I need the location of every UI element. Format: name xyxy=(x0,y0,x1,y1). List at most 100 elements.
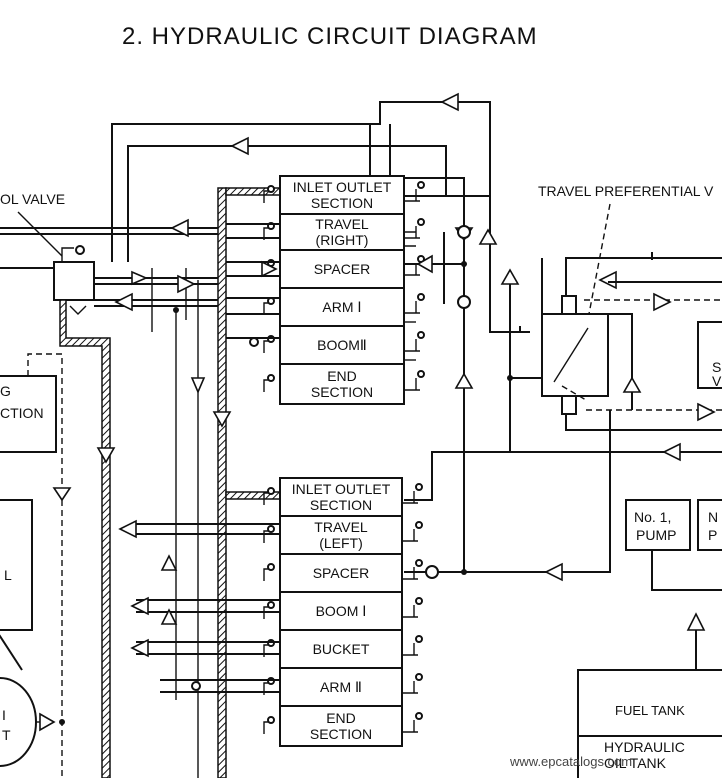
valve-section-label: INLET OUTLET xyxy=(292,481,391,497)
supply-pipe xyxy=(217,187,227,778)
valve-section xyxy=(279,325,405,365)
valve-section xyxy=(279,287,405,327)
valve-lever xyxy=(402,720,418,733)
valve-section xyxy=(279,175,405,215)
right-partial-1: S xyxy=(712,359,721,375)
flow-arrow xyxy=(230,136,249,156)
valve-section-label: SECTION xyxy=(311,384,373,400)
pump-2-box xyxy=(697,499,722,551)
lever-knob xyxy=(267,374,275,382)
valve-section-label: TRAVEL xyxy=(314,519,368,535)
flow-arrow xyxy=(52,487,72,502)
valve-section-label: (RIGHT) xyxy=(316,232,369,248)
hydraulic-tank-label-1: HYDRAULIC xyxy=(604,739,685,755)
flow-arrow xyxy=(440,92,459,112)
valve-lever xyxy=(402,491,418,504)
control-valve-lines xyxy=(0,218,218,778)
valve-lever xyxy=(402,529,418,542)
valve-section-label: END xyxy=(326,710,356,726)
pumps: No. 1, PUMP N P xyxy=(625,499,722,670)
flow-arrow xyxy=(96,447,116,464)
pump2-line1: N xyxy=(708,509,718,525)
valve-lever xyxy=(263,302,268,315)
valve-section xyxy=(279,705,403,747)
valve-lever xyxy=(263,340,268,353)
lever-knob xyxy=(415,673,423,681)
motor-t: T xyxy=(2,727,11,743)
lever-knob xyxy=(267,563,275,571)
lever-knob xyxy=(417,331,425,339)
lever-knob xyxy=(267,525,275,533)
flow-arrow xyxy=(212,411,232,428)
swing-label-2: CTION xyxy=(0,405,44,421)
valve-section-label: BUCKET xyxy=(313,641,370,657)
pilot-control-valve: OL VALVE xyxy=(0,191,95,315)
valve-lever xyxy=(263,682,268,695)
flow-arrow xyxy=(190,377,206,395)
upper-control-valve: INLET OUTLETSECTIONTRAVEL(RIGHT)SPACERAR… xyxy=(263,175,425,405)
lever-knob xyxy=(415,597,423,605)
lever-knob xyxy=(415,712,423,720)
swing-section: G CTION L I T xyxy=(0,353,72,778)
motor-label: L xyxy=(4,567,12,583)
valve-section-label: SPACER xyxy=(313,565,370,581)
travel-pref-label: TRAVEL PREFERENTIAL V xyxy=(538,183,714,199)
valve-lever xyxy=(402,681,418,694)
lower-valve-actuators xyxy=(118,519,280,693)
valve-section xyxy=(279,477,403,517)
valve-lever xyxy=(263,606,268,619)
valve-section-label: SECTION xyxy=(310,497,372,513)
valve-section-label: SPACER xyxy=(314,261,371,277)
control-valve-label: OL VALVE xyxy=(0,191,65,207)
valve-section xyxy=(279,667,403,707)
lever-knob xyxy=(417,370,425,378)
flow-arrow xyxy=(177,274,196,294)
lever-knob xyxy=(415,635,423,643)
lever-knob xyxy=(415,559,423,567)
valve-section-label: TRAVEL xyxy=(315,216,369,232)
swing-label-1: G xyxy=(0,383,11,399)
pump-1-box xyxy=(625,499,691,551)
hydraulic-tank-label-2: OIL TANK xyxy=(604,755,667,771)
valve-lever xyxy=(404,189,420,202)
pump2-line2: P xyxy=(708,527,717,543)
flow-arrow xyxy=(131,270,149,286)
valve-lever xyxy=(263,227,268,240)
valve-lever xyxy=(263,644,268,657)
valve-section xyxy=(279,629,403,669)
valve-lever xyxy=(263,530,268,543)
valve-section-label: SECTION xyxy=(311,195,373,211)
travel-preferential-valve: TRAVEL PREFERENTIAL V S V xyxy=(538,183,722,462)
flow-arrow xyxy=(39,712,56,732)
valve-section xyxy=(279,553,403,593)
lever-knob xyxy=(417,218,425,226)
right-partial-2: V xyxy=(712,373,722,389)
valve-lever xyxy=(402,643,418,656)
lever-knob xyxy=(267,716,275,724)
supply-pipe xyxy=(59,299,111,778)
valve-section-label: BOOM Ⅰ xyxy=(316,603,367,619)
lever-knob xyxy=(267,601,275,609)
pump1-line2: PUMP xyxy=(636,527,676,543)
fuel-tank xyxy=(577,669,722,778)
lever-knob xyxy=(267,487,275,495)
watermark: www.epcatalogs.com xyxy=(509,754,632,769)
upper-valve-actuators xyxy=(173,223,416,361)
lever-knob xyxy=(415,483,423,491)
valve-section-label: ARM Ⅱ xyxy=(320,679,362,695)
lever-knob xyxy=(417,293,425,301)
flow-arrow xyxy=(114,292,133,312)
valve-lever xyxy=(263,190,268,203)
tanks: FUEL TANK HYDRAULIC OIL TANK xyxy=(577,669,722,778)
valve-lever xyxy=(263,568,268,581)
valve-section-label: END xyxy=(327,368,357,384)
valve-lever xyxy=(263,721,268,734)
valve-lever xyxy=(263,492,268,505)
fuel-tank-label: FUEL TANK xyxy=(615,703,685,718)
pump1-line1: No. 1, xyxy=(634,509,671,525)
valve-lever xyxy=(402,605,418,618)
center-lines xyxy=(404,196,722,582)
lower-control-valve: INLET OUTLETSECTIONTRAVEL(LEFT)SPACERBOO… xyxy=(263,477,423,747)
